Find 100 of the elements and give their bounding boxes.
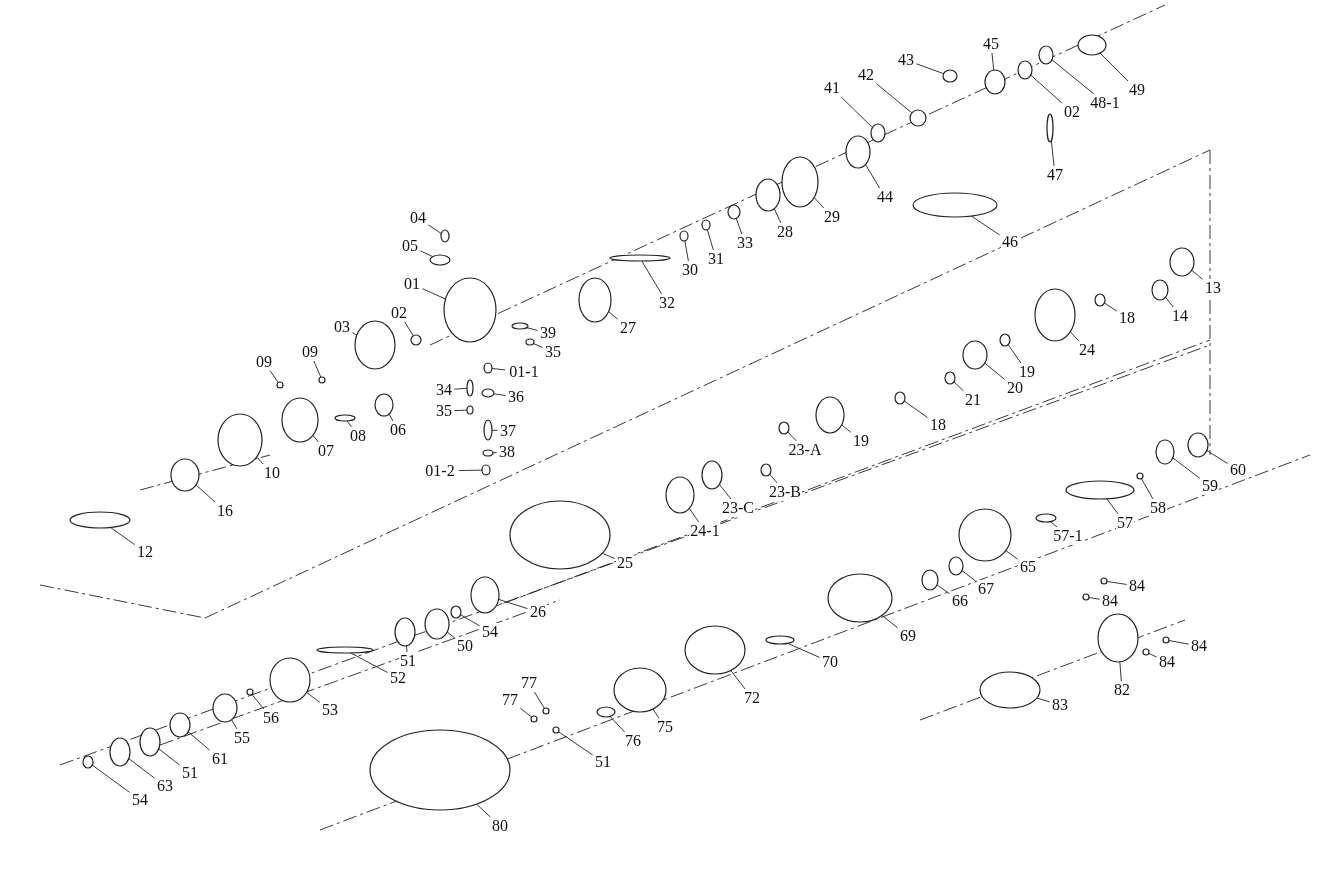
machine-part	[1017, 60, 1033, 80]
machine-part	[942, 69, 958, 83]
machine-part	[1065, 480, 1135, 500]
leader-line	[1030, 74, 1063, 104]
leader-line	[1050, 140, 1055, 167]
leader-line	[841, 424, 852, 433]
machine-part	[815, 396, 845, 434]
machine-part	[1094, 293, 1106, 307]
leader-line	[1088, 597, 1101, 600]
leader-line	[91, 764, 131, 793]
machine-part	[827, 573, 893, 623]
leader-line	[492, 452, 498, 454]
machine-part	[424, 608, 450, 640]
leader-line	[128, 758, 156, 779]
machine-part	[845, 135, 871, 169]
machine-part	[684, 625, 746, 675]
machine-part	[525, 338, 535, 346]
leader-line	[187, 731, 211, 751]
leader-line	[688, 508, 700, 523]
leader-line	[404, 321, 414, 337]
machine-part	[921, 569, 939, 591]
leader-line	[491, 368, 506, 371]
leader-line	[351, 332, 358, 336]
leader-line	[256, 456, 264, 465]
machine-part	[169, 712, 191, 738]
machine-part	[1151, 279, 1169, 301]
leader-line	[460, 614, 481, 627]
machine-part	[760, 463, 772, 477]
machine-part	[870, 123, 886, 143]
machine-part	[139, 727, 161, 757]
machine-part	[1046, 113, 1054, 143]
machine-part	[578, 277, 612, 323]
leader-line	[476, 803, 491, 818]
machine-part	[1142, 648, 1150, 656]
leader-line	[953, 381, 965, 392]
leader-line	[453, 409, 468, 412]
leader-line	[813, 197, 825, 209]
leader-line	[406, 645, 408, 653]
leader-line	[1051, 59, 1095, 95]
machine-part	[948, 556, 964, 576]
leader-line	[608, 311, 619, 320]
callout-number: 57-1	[1052, 527, 1084, 545]
machine-part	[269, 657, 311, 703]
machine-part	[1034, 288, 1076, 342]
machine-part	[440, 229, 450, 243]
machine-part	[1097, 613, 1139, 663]
leader-line	[519, 707, 533, 718]
machine-part	[1035, 513, 1057, 523]
leader-line	[1206, 450, 1229, 464]
machine-part	[755, 178, 781, 212]
leader-line	[110, 527, 136, 546]
machine-part	[944, 371, 956, 385]
leader-line	[601, 552, 616, 559]
machine-part	[665, 476, 695, 514]
machine-part	[450, 605, 462, 619]
leader-line	[865, 164, 881, 189]
callout-number: 57	[1116, 514, 1134, 532]
leader-line	[446, 631, 456, 639]
leader-line	[231, 719, 238, 730]
machine-part	[481, 388, 495, 398]
machine-part	[613, 667, 667, 713]
leader-line	[1103, 302, 1118, 312]
machine-part	[912, 192, 998, 218]
callout-number: 13	[1204, 279, 1222, 297]
leader-line	[1007, 344, 1022, 364]
machine-part	[217, 413, 263, 467]
machine-part	[109, 737, 131, 767]
machine-part	[701, 460, 723, 490]
machine-part	[511, 322, 529, 330]
machine-part	[354, 320, 396, 370]
leader-line	[787, 642, 821, 658]
leader-line	[1099, 52, 1129, 82]
machine-part	[909, 109, 927, 127]
leader-line	[903, 400, 929, 419]
leader-line	[1168, 640, 1190, 645]
leader-line	[1106, 498, 1119, 515]
leader-line	[1036, 697, 1051, 703]
leader-line	[1005, 550, 1019, 560]
leader-line	[1049, 521, 1058, 528]
machine-part	[1187, 432, 1209, 458]
leader-line	[730, 669, 746, 690]
machine-part	[483, 419, 493, 441]
machine-part	[1162, 636, 1170, 644]
machine-part	[765, 635, 795, 645]
leader-line	[534, 691, 545, 709]
leader-line	[306, 691, 321, 703]
machine-part	[369, 729, 511, 811]
leader-line	[881, 614, 899, 629]
machine-part	[894, 391, 906, 405]
leader-line	[641, 260, 663, 295]
callout-number: 23-B	[768, 483, 802, 501]
machine-part	[69, 511, 131, 529]
machine-part	[374, 393, 394, 417]
machine-part	[1100, 577, 1108, 585]
leader-line	[1172, 457, 1201, 479]
machine-part	[394, 617, 416, 647]
machine-part	[82, 755, 94, 769]
leader-line	[718, 483, 732, 500]
machine-part	[466, 405, 474, 415]
leader-line	[533, 343, 544, 348]
